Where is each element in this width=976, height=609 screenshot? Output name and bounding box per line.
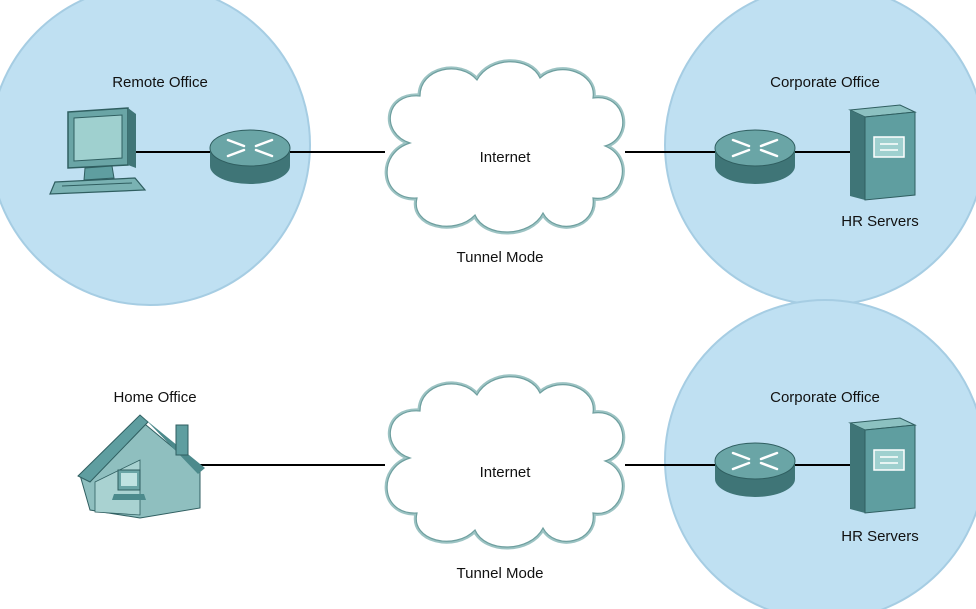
server-tower-icon: [848, 417, 917, 514]
tunnel-mode-label: Tunnel Mode: [457, 565, 544, 582]
top-scenario: Internet Tunnel Mode Remote Office Corpo…: [0, 0, 976, 306]
site-label-home-office: Home Office: [113, 389, 196, 406]
workstation-icon: [49, 107, 147, 195]
router-icon: [714, 442, 796, 497]
site-label-remote-office: Remote Office: [112, 74, 208, 91]
router-icon: [714, 129, 796, 184]
router-icon: [209, 129, 291, 184]
hr-servers-label: HR Servers: [841, 528, 919, 545]
cloud-icon: [387, 377, 623, 547]
cloud-icon: [387, 62, 623, 232]
site-label-corporate-office: Corporate Office: [770, 74, 880, 91]
bottom-scenario: Internet Tunnel Mode Home Office Corpora…: [77, 299, 976, 609]
house-icon: [77, 414, 205, 519]
server-tower-icon: [848, 104, 917, 201]
cloud-label: Internet: [480, 149, 532, 166]
cloud-label: Internet: [480, 464, 532, 481]
site-label-corporate-office: Corporate Office: [770, 389, 880, 406]
hr-servers-label: HR Servers: [841, 213, 919, 230]
tunnel-mode-label: Tunnel Mode: [457, 249, 544, 266]
corporate-office-site-bottom: [664, 299, 976, 609]
